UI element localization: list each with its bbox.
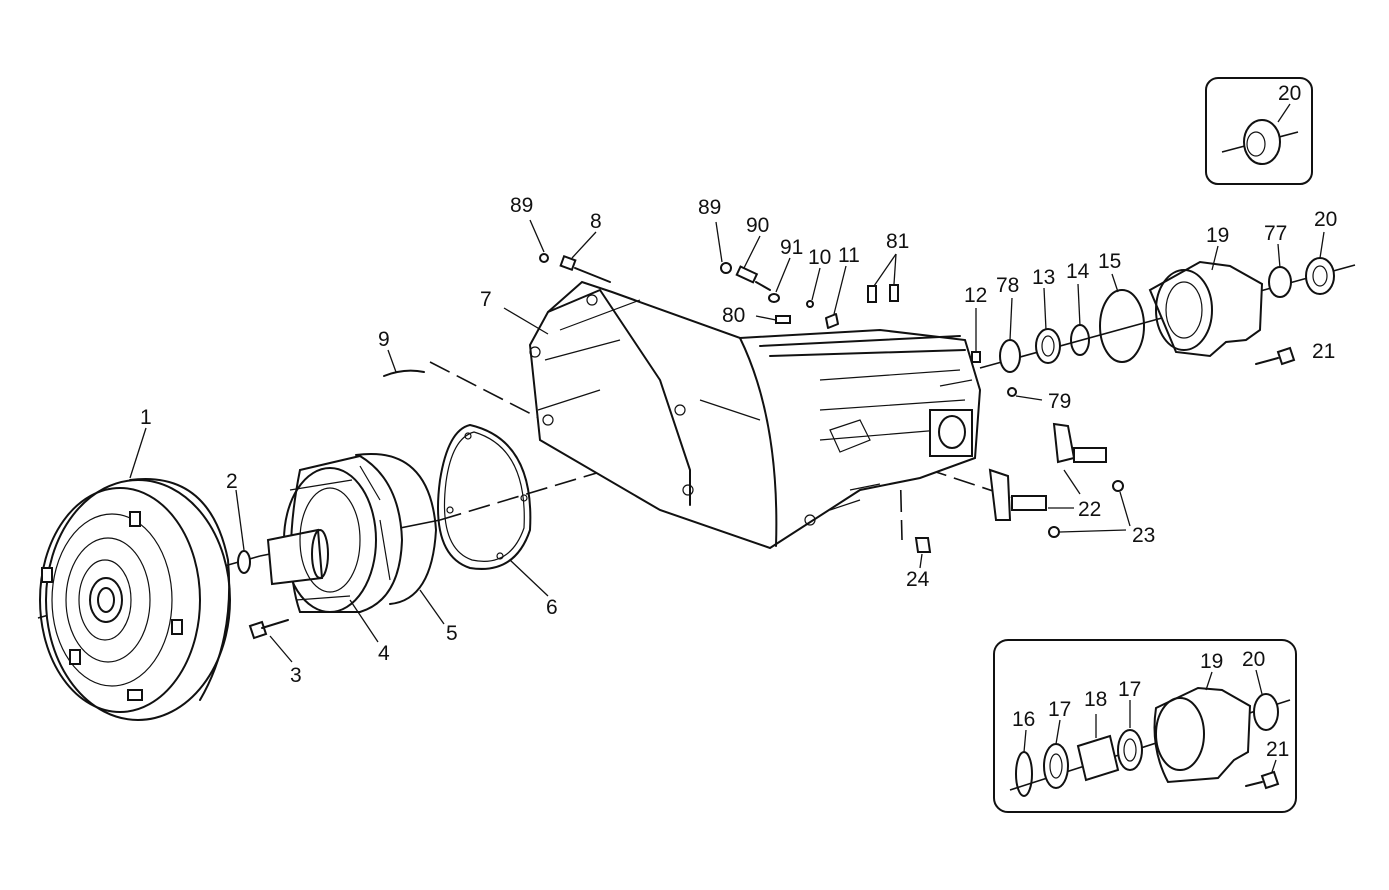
callout-89a: 89 [510, 194, 533, 217]
inset-bottom-right: 16 17 18 17 19 20 21 [993, 639, 1297, 813]
oil-pump-4 [266, 454, 404, 613]
callout-labels: 1 2 3 4 5 6 7 8 9 89 89 90 91 10 11 81 8… [140, 194, 1337, 687]
inset-top-callout-20: 20 [1278, 82, 1301, 105]
inset-bottom-callout-16: 16 [1012, 708, 1035, 731]
callout-12: 12 [964, 284, 987, 307]
pins-81 [867, 284, 899, 303]
leader-lines [129, 219, 1325, 663]
callout-2: 2 [226, 470, 238, 493]
bolt-24 [914, 537, 932, 553]
callout-7: 7 [480, 288, 492, 311]
seal-80 [775, 315, 791, 324]
pin-12 [971, 351, 981, 363]
callout-8: 8 [590, 210, 602, 233]
callout-77: 77 [1264, 222, 1287, 245]
pin-9 [383, 369, 425, 377]
inset-bottom-callout-17b: 17 [1118, 678, 1141, 701]
callout-90: 90 [746, 214, 769, 237]
callout-81: 81 [886, 230, 909, 253]
callout-21: 21 [1312, 340, 1335, 363]
callout-24: 24 [906, 568, 930, 591]
pump-seal-5 [355, 452, 437, 605]
pump-gasket-6 [437, 424, 532, 570]
inset-top-right: 20 [1205, 77, 1313, 185]
callout-4: 4 [378, 642, 390, 665]
seal-20 [1305, 257, 1335, 295]
callout-11: 11 [838, 244, 860, 267]
bushing-78 [999, 339, 1021, 373]
callout-20: 20 [1314, 208, 1337, 231]
inset-bottom-callout-17a: 17 [1048, 698, 1071, 721]
extension-housing-19 [1148, 260, 1264, 358]
sensor-90 [735, 265, 771, 291]
seal-79 [1007, 387, 1017, 397]
speed-sensor-22b [988, 468, 1047, 521]
o-ring-2 [237, 550, 251, 574]
speed-sensor-22a [1052, 422, 1107, 464]
callout-19: 19 [1206, 224, 1229, 247]
callout-89b: 89 [698, 196, 721, 219]
bolt-21 [1255, 346, 1296, 366]
callout-23: 23 [1132, 524, 1155, 547]
clip-89b [720, 262, 732, 274]
clip-89a [539, 253, 549, 263]
callout-9: 9 [378, 328, 390, 351]
callout-91: 91 [780, 236, 803, 259]
pump-bolt-3 [248, 619, 289, 640]
inset-bottom-callout-20: 20 [1242, 648, 1265, 671]
inset-bottom-callout-19: 19 [1200, 650, 1223, 673]
callout-14: 14 [1066, 260, 1090, 283]
callout-78: 78 [996, 274, 1019, 297]
inset-bottom-callout-21: 21 [1266, 738, 1289, 761]
callout-13: 13 [1032, 266, 1055, 289]
torque-converter [39, 478, 231, 721]
callout-22: 22 [1078, 498, 1101, 521]
vent-assembly-8 [559, 254, 611, 283]
plug-10 [806, 300, 814, 308]
callout-10: 10 [808, 246, 831, 269]
bushing-77 [1268, 266, 1292, 298]
o-ring-91 [768, 293, 780, 303]
callout-79: 79 [1048, 390, 1071, 413]
clip-11 [825, 313, 839, 329]
callout-3: 3 [290, 664, 302, 687]
callout-80: 80 [722, 304, 745, 327]
transmission-case-7 [528, 280, 982, 550]
callout-1: 1 [140, 406, 152, 429]
inset-bottom-callout-18: 18 [1084, 688, 1107, 711]
callout-6: 6 [546, 596, 558, 619]
callout-15: 15 [1098, 250, 1121, 273]
bolts-23 [1048, 480, 1124, 538]
ring-13 [1035, 328, 1061, 364]
callout-5: 5 [446, 622, 458, 645]
seal-ring-15 [1099, 289, 1145, 363]
